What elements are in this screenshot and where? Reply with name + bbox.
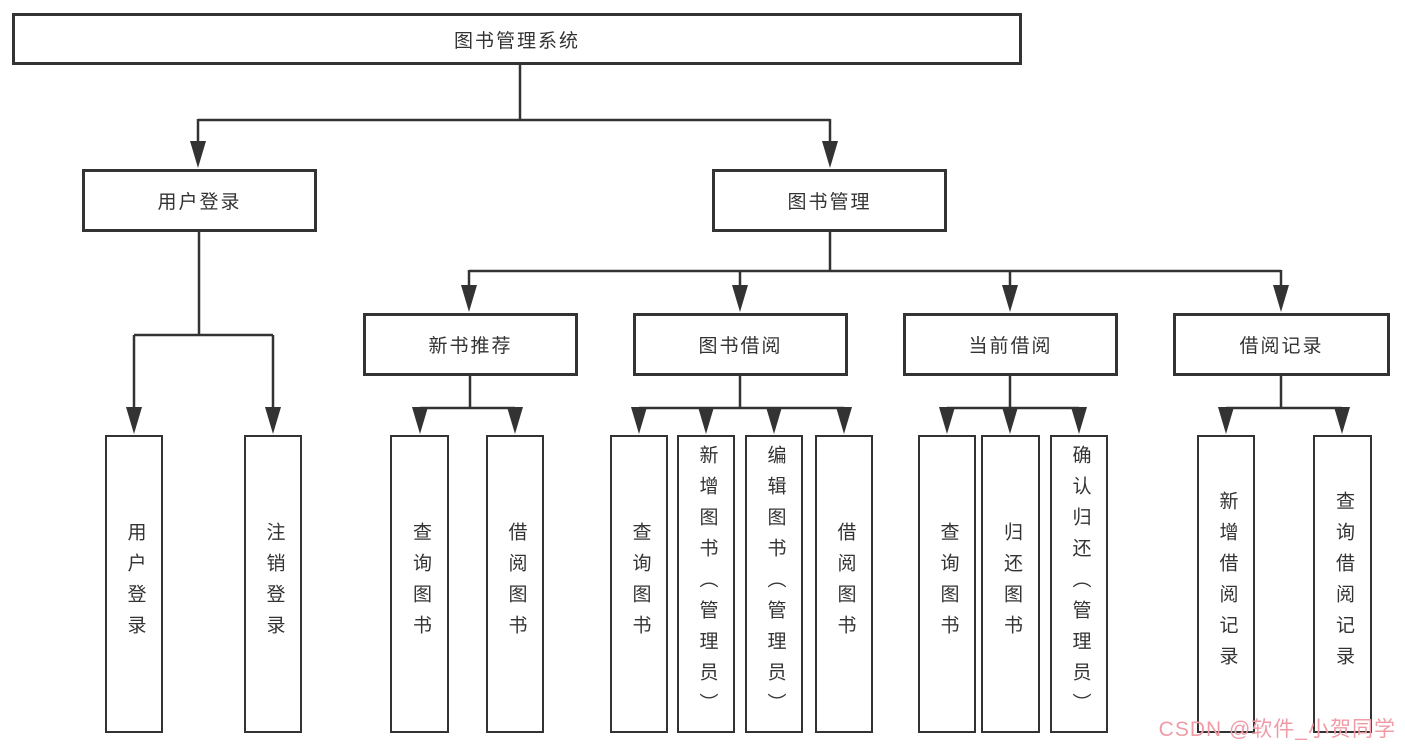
node-root: 图书管理系统 xyxy=(12,13,1022,65)
arrowhead xyxy=(698,407,714,434)
connector-root-branch xyxy=(196,64,832,144)
leaf-borrow-book-1: 借阅图书 xyxy=(486,435,544,733)
leaf-label: 新增图书（管理员） xyxy=(696,444,718,724)
arrowhead xyxy=(1334,407,1350,434)
arrowhead xyxy=(1071,407,1087,434)
node-current-borrow: 当前借阅 xyxy=(903,313,1118,376)
leaf-label: 新增借阅记录 xyxy=(1216,491,1238,677)
leaf-label: 编辑图书（管理员） xyxy=(764,444,786,724)
node-new-book-recommend: 新书推荐 xyxy=(363,313,578,376)
csdn-watermark: CSDN @软件_小贺同学 xyxy=(1158,718,1396,741)
node-user-login: 用户登录 xyxy=(82,169,317,232)
leaf-label: 注销登录 xyxy=(263,522,285,646)
leaf-label: 查询图书 xyxy=(937,522,959,646)
connector-borrow-branch xyxy=(637,375,846,411)
leaf-borrow-book-2: 借阅图书 xyxy=(815,435,873,733)
leaf-logout: 注销登录 xyxy=(244,435,302,733)
leaf-user-login: 用户登录 xyxy=(105,435,163,733)
arrowhead xyxy=(1273,285,1289,312)
leaf-label: 确认归还（管理员） xyxy=(1069,444,1091,724)
arrowheads xyxy=(126,141,1350,434)
leaf-query-borrow-record: 查询借阅记录 xyxy=(1313,435,1372,733)
connector-record-branch xyxy=(1224,376,1344,411)
connector-newbook-branch xyxy=(418,375,517,411)
node-book-borrow: 图书借阅 xyxy=(633,313,848,376)
leaf-label: 归还图书 xyxy=(1000,522,1022,646)
arrowhead xyxy=(822,141,838,168)
arrowhead xyxy=(631,407,647,434)
arrowhead xyxy=(1002,407,1018,434)
node-borrow-record: 借阅记录 xyxy=(1173,313,1390,376)
connector-mgmt-branch xyxy=(467,232,1283,288)
leaf-query-book-2: 查询图书 xyxy=(610,435,668,733)
leaf-label: 用户登录 xyxy=(124,522,146,646)
leaf-query-book-1: 查询图书 xyxy=(390,435,449,733)
arrowhead xyxy=(461,285,477,312)
leaf-label: 查询图书 xyxy=(629,522,651,646)
connector-login-branch xyxy=(132,231,275,410)
connector-current-branch xyxy=(945,375,1081,411)
leaf-add-book-admin: 新增图书（管理员） xyxy=(677,435,735,733)
leaf-label: 查询借阅记录 xyxy=(1332,491,1354,677)
arrowhead xyxy=(190,141,206,168)
arrowhead xyxy=(265,407,281,434)
leaf-add-borrow-record: 新增借阅记录 xyxy=(1197,435,1255,733)
arrowhead xyxy=(1218,407,1234,434)
node-book-management: 图书管理 xyxy=(712,169,947,232)
leaf-confirm-return-admin: 确认归还（管理员） xyxy=(1050,435,1108,733)
leaf-label: 查询图书 xyxy=(409,522,431,646)
arrowhead xyxy=(766,407,782,434)
arrowhead xyxy=(507,407,523,434)
arrowhead xyxy=(836,407,852,434)
leaf-label: 借阅图书 xyxy=(834,522,856,646)
leaf-edit-book-admin: 编辑图书（管理员） xyxy=(745,435,803,733)
arrowhead xyxy=(939,407,955,434)
arrowhead xyxy=(1002,285,1018,312)
arrowhead xyxy=(412,407,428,434)
leaf-query-book-3: 查询图书 xyxy=(918,435,976,733)
arrowhead xyxy=(732,285,748,312)
leaf-label: 借阅图书 xyxy=(505,522,527,646)
leaf-return-book: 归还图书 xyxy=(981,435,1040,733)
arrowhead xyxy=(126,407,142,434)
